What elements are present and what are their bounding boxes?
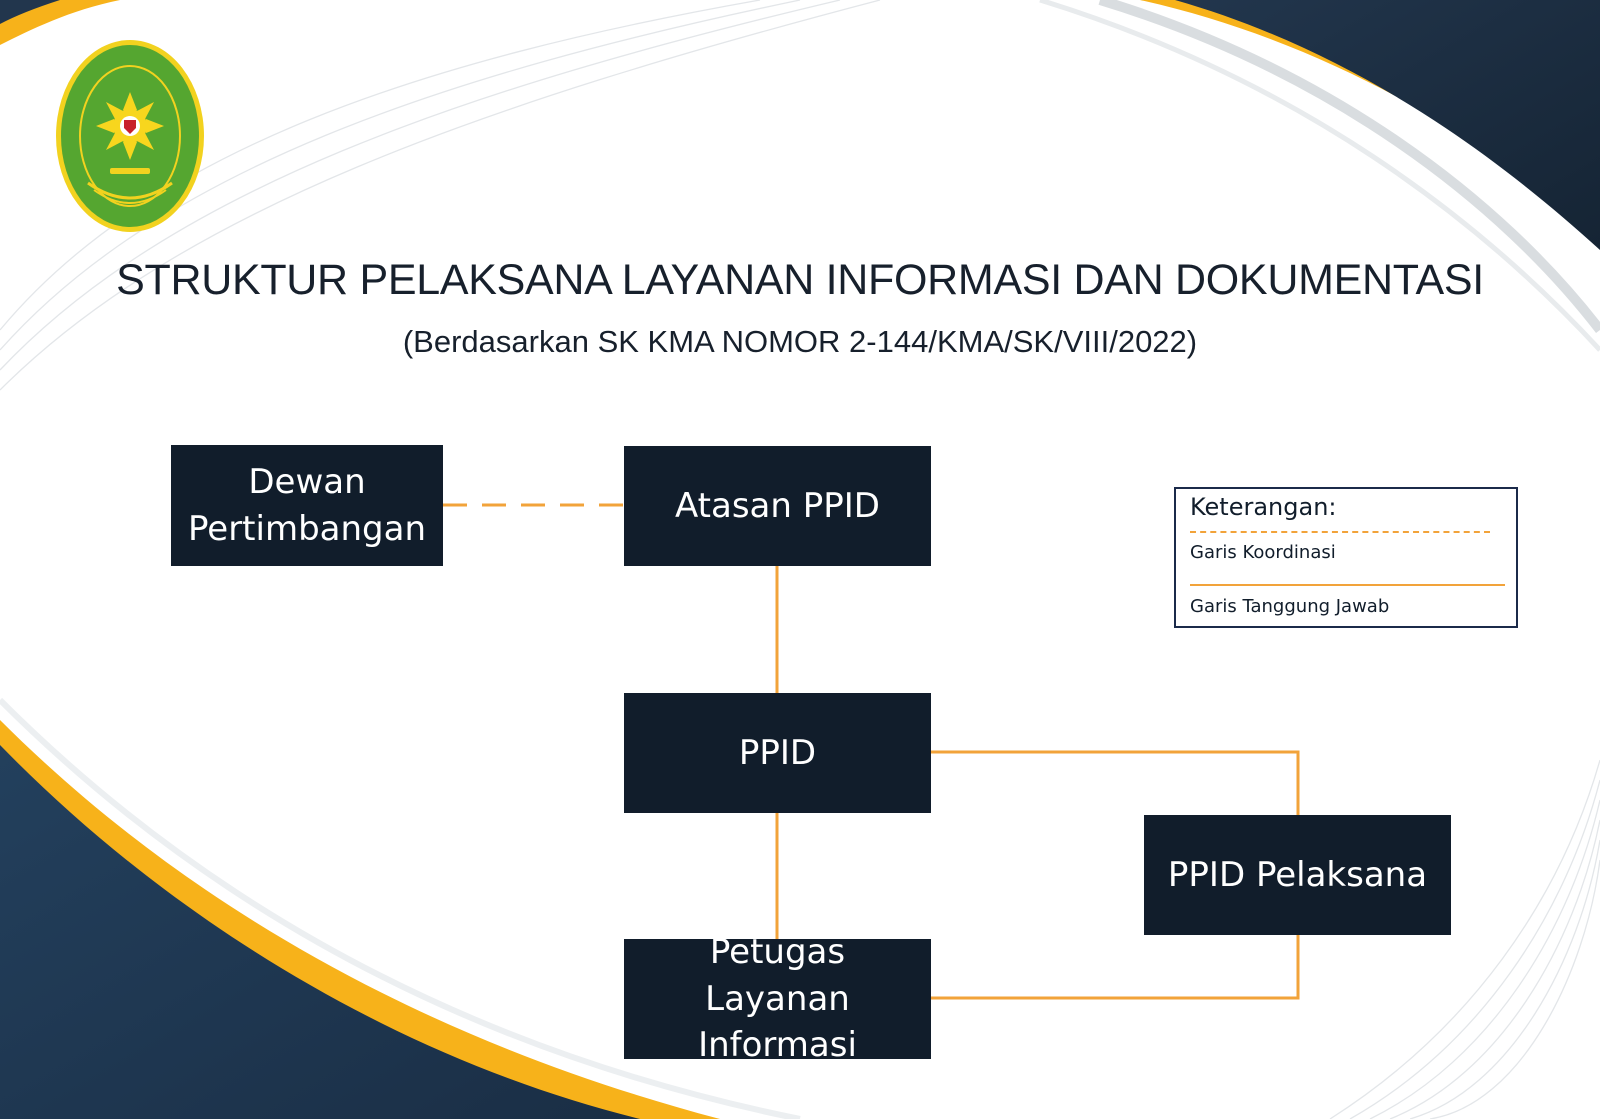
legend-responsibility-label: Garis Tanggung Jawab xyxy=(1190,596,1390,617)
responsibility-line-ppid-pelaksana xyxy=(931,750,1300,815)
page-title: STRUKTUR PELAKSANA LAYANAN INFORMASI DAN… xyxy=(116,256,1484,304)
legend-dashed-line-sample xyxy=(1190,531,1490,533)
node-ppid-pelaksana: PPID Pelaksana xyxy=(1144,815,1451,935)
responsibility-line-pelaksana-petugas xyxy=(931,935,1300,1000)
legend-title: Keterangan: xyxy=(1190,493,1337,521)
legend-solid-line-sample xyxy=(1190,584,1505,586)
node-ppid: PPID xyxy=(624,693,931,813)
legend-box: Keterangan: Garis Koordinasi Garis Tangg… xyxy=(1174,487,1518,628)
court-logo xyxy=(54,38,206,234)
node-petugas-layanan-informasi: Petugas Layanan Informasi xyxy=(624,932,931,1065)
node-dewan-pertimbangan: Dewan Pertimbangan xyxy=(171,445,443,566)
page-subtitle: (Berdasarkan SK KMA NOMOR 2-144/KMA/SK/V… xyxy=(402,324,1198,359)
legend-coordination-label: Garis Koordinasi xyxy=(1190,542,1336,563)
node-atasan-ppid: Atasan PPID xyxy=(624,446,931,566)
